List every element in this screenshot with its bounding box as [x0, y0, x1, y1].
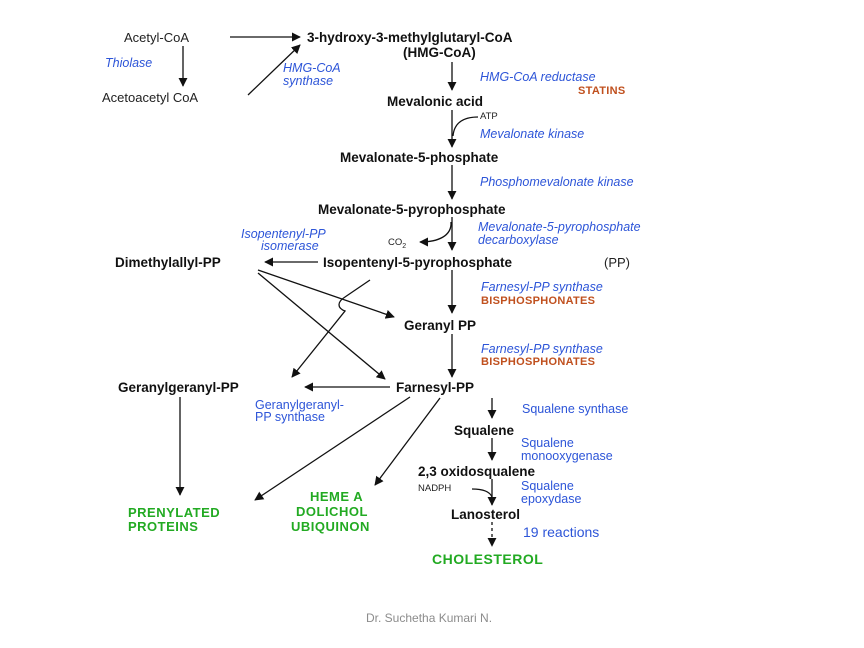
acetoacetyl-coa: Acetoacetyl CoA [102, 90, 199, 105]
slide-footer-author: Dr. Suchetha Kumari N. [366, 611, 493, 625]
enzyme-monooxygenase-line2: monooxygenase [521, 449, 613, 463]
enzyme-hmg-synthase-line2: synthase [283, 74, 334, 88]
mevalonate-5-phosphate: Mevalonate-5-phosphate [340, 150, 499, 165]
enzyme-hmg-reductase: HMG-CoA reductase [480, 70, 596, 84]
enzyme-farnesyl-synthase-b: Farnesyl-PP synthase [481, 342, 603, 356]
enzyme-hmg-synthase-line1: HMG-CoA [283, 61, 341, 75]
enzyme-isomerase-line1: Isopentenyl-PP [241, 227, 326, 241]
nadph-curve [471, 488, 493, 498]
enzyme-isomerase-line2: isomerase [261, 239, 319, 253]
lanosterol: Lanosterol [451, 507, 521, 522]
drug-statins: STATINS [578, 85, 626, 97]
enzyme-monooxygenase-line1: Squalene [521, 436, 574, 450]
drug-bisphosphonates-b: BISPHOSPHONATES [481, 356, 596, 368]
geranylgeranyl-pp: Geranylgeranyl-PP [118, 380, 239, 395]
mevalonic-acid: Mevalonic acid [387, 94, 484, 109]
arrow-farnesyl-to-heme [374, 397, 441, 486]
dimethylallyl-pp: Dimethylallyl-PP [115, 255, 221, 270]
product-cholesterol: CHOLESTEROL [432, 551, 544, 567]
arrow-dmapp-to-farnesyl [257, 272, 386, 380]
acetyl-coa: Acetyl-CoA [124, 30, 190, 45]
atp-curve [452, 116, 479, 137]
hmg-coa-abbrev: (HMG-CoA) [403, 45, 476, 60]
product-heme-a: HEME A [310, 489, 364, 504]
enzyme-epoxydase-line1: Squalene [521, 479, 574, 493]
product-proteins: PROTEINS [128, 519, 199, 534]
arrow-farnesyl-to-prenylated [254, 396, 411, 501]
enzyme-ggpp-synthase-line1: Geranylgeranyl- [255, 398, 344, 412]
co2-curve [419, 221, 452, 247]
drug-bisphosphonates-a: BISPHOSPHONATES [481, 295, 596, 307]
cofactor-nadph: NADPH [418, 483, 452, 494]
oxidosqualene: 2,3 oxidosqualene [418, 464, 536, 479]
squalene: Squalene [454, 423, 515, 438]
cofactor-atp: ATP [480, 111, 498, 122]
enzyme-farnesyl-synthase-a: Farnesyl-PP synthase [481, 280, 603, 294]
enzyme-ggpp-synthase-line2: PP synthase [255, 410, 325, 424]
cofactor-co2-subscript: 2 [402, 242, 407, 250]
geranyl-pp: Geranyl PP [404, 318, 477, 333]
arrow-ipp-to-ggpp [291, 279, 371, 378]
enzyme-phosphomevalonate-kinase: Phosphomevalonate kinase [480, 175, 634, 189]
arrow-dmapp-to-geranyl [257, 269, 395, 319]
isopentenyl-pp: Isopentenyl-5-pyrophosphate [323, 255, 513, 270]
isopentenyl-pp-suffix: (PP) [604, 255, 630, 270]
enzyme-thiolase: Thiolase [105, 56, 153, 70]
product-prenylated: PRENYLATED [128, 505, 221, 520]
cofactor-co2: CO2 [388, 237, 407, 250]
mevalonate-5-pyrophosphate: Mevalonate-5-pyrophosphate [318, 202, 506, 217]
enzyme-mevalonate-kinase: Mevalonate kinase [480, 127, 585, 141]
enzyme-epoxydase-line2: epoxydase [521, 492, 582, 506]
enzyme-decarboxylase-line1: Mevalonate-5-pyrophosphate [478, 220, 641, 234]
product-ubiquinon: UBIQUINON [291, 519, 370, 534]
reactions-count: 19 reactions [523, 524, 600, 540]
enzyme-squalene-synthase: Squalene synthase [522, 402, 629, 416]
enzyme-decarboxylase-line2: decarboxylase [478, 233, 559, 247]
arrow-acetoacetyl-to-hmg [247, 44, 301, 96]
farnesyl-pp: Farnesyl-PP [396, 380, 475, 395]
product-dolichol: DOLICHOL [296, 504, 368, 519]
hmg-coa-name: 3-hydroxy-3-methylglutaryl-CoA [307, 30, 513, 45]
